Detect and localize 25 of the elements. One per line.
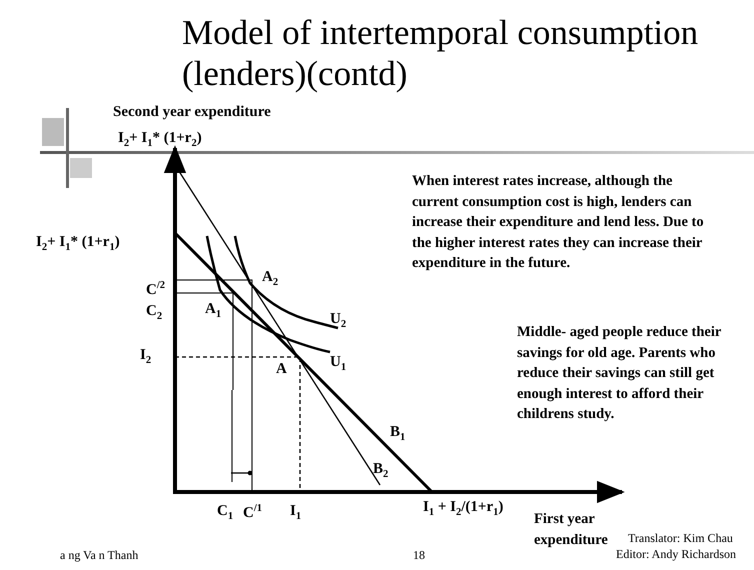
page-number: 18 [413,548,425,563]
axis-value: C$_{2}$ [146,302,162,324]
axis-value: C$_{1}$ [217,502,234,524]
footer-text: Editor: Andy Richardson [616,547,736,562]
curve-label: U$_{2}$ [330,310,346,332]
axis-value: I$_{2}$ [140,346,152,368]
axis-value: I$_{2}$+ I$_{1}$* (1+r$_{1}$) [36,233,120,255]
axis-label: Second year expenditure [113,103,271,121]
slide-title: Model of intertemporal consumption (lenders)(contd) [182,12,700,94]
point-label: A$_{2}$ [262,268,278,290]
line-label: B$_{1}$ [390,423,406,445]
axis-value: I$_{1}$ [290,502,302,524]
axis-label: First year expenditure [534,510,609,550]
point-label: A$_{1}$ [205,300,222,322]
axis-value: I$_{1}$ + I$_{2}$/(1+r$_{1}$) [423,498,504,520]
footer-text: Translator: Kim Chau [628,531,733,546]
note-text: Middle- aged people reduce their savings for old age. Parents who reduce their savings can still get enough interest to afford their childrens study. [517,323,722,424]
point-label: A [276,360,287,378]
axis-value: C$^{/2}$ [146,279,166,299]
curve-label: U$_{1}$ [330,353,346,375]
axis-value: I$_{2}$+ I$_{1}$* (1+r$_{2}$) [118,129,202,151]
note-text: When interest rates increase, although the current consumption cost is high, lenders can increase their expenditure and lend less. Due to the higher interest rates they can increase their expenditure in the future. [412,172,705,273]
footer-text: a ng Va n Thanh [60,548,138,563]
line-label: B$_{2}$ [373,460,388,482]
axis-value: C$^{/1}$ [243,502,262,522]
